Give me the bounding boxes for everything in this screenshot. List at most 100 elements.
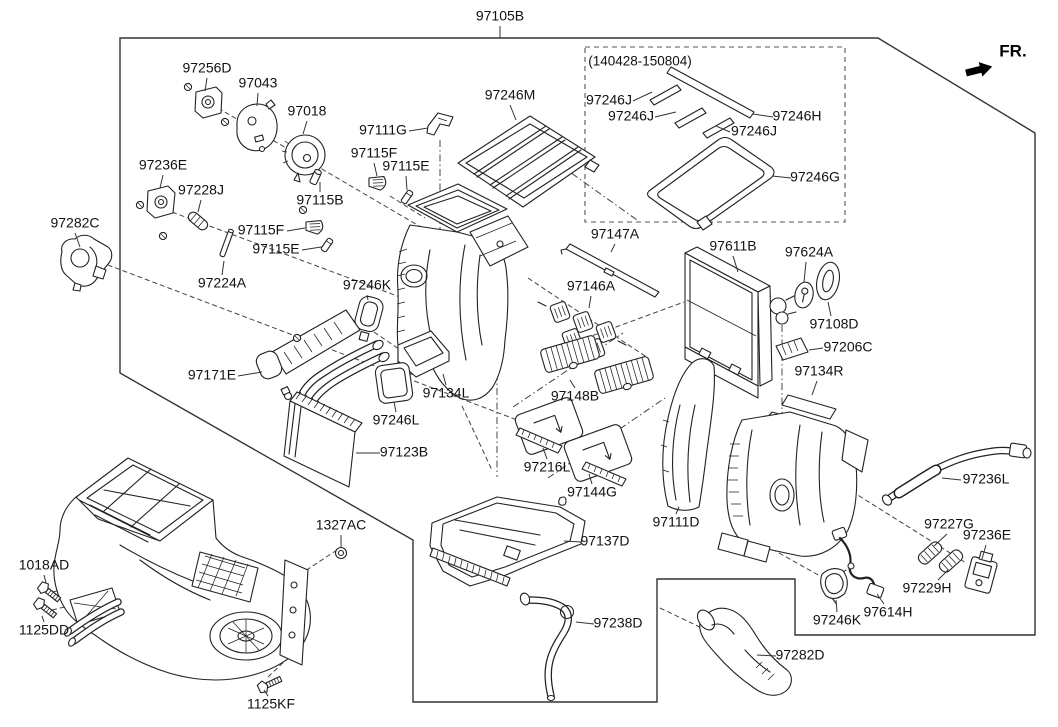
part-97246g-gasket xyxy=(647,136,775,231)
leader-line xyxy=(941,477,962,481)
part-label-97018: 97018 xyxy=(288,103,327,119)
part-97246k-seal-bottom xyxy=(820,567,848,605)
main-border xyxy=(119,37,1036,703)
part-label-1327AC: 1327AC xyxy=(316,517,367,533)
leader-line xyxy=(811,380,818,396)
part-label-97227G: 97227G xyxy=(924,516,974,532)
part-label-97115E: 97115E xyxy=(382,158,429,174)
front-direction-arrow-icon xyxy=(965,62,993,77)
part-label-1125KF: 1125KF xyxy=(247,696,295,712)
part-97134l-case-left xyxy=(396,183,529,401)
leader-line xyxy=(237,371,263,377)
part-label-97105B: 97105B xyxy=(476,8,524,24)
part-label-97134L: 97134L xyxy=(423,385,470,401)
part-label-97246K: 97246K xyxy=(343,277,392,293)
part-label-1018AD: 1018AD xyxy=(19,557,70,573)
part-97115e-pin-mid xyxy=(319,236,335,254)
part-97228j-spring xyxy=(187,211,209,231)
part-label-97236E: 97236E xyxy=(139,157,187,173)
leader-line xyxy=(715,125,731,133)
leader-line xyxy=(373,162,378,177)
part-label-97134R: 97134R xyxy=(794,363,843,379)
leader-line xyxy=(509,104,517,121)
leader-line xyxy=(74,232,81,248)
part-label-97229H: 97229H xyxy=(902,580,951,596)
part-label-97123B: 97123B xyxy=(380,444,428,460)
part-97111g-bracket xyxy=(426,112,454,136)
leader-line xyxy=(204,77,208,92)
leader-line xyxy=(408,127,429,132)
leader-line xyxy=(263,689,269,697)
part-label-97238D: 97238D xyxy=(593,615,642,631)
variant-range-caption: (140428-150804) xyxy=(588,54,692,69)
part-label-97236L: 97236L xyxy=(963,471,1010,487)
part-97115f-lever-mid xyxy=(303,216,325,236)
part-label-97246K: 97246K xyxy=(813,612,862,628)
leader-line xyxy=(771,175,792,179)
part-97224a-rod xyxy=(219,228,234,258)
part-label-97228J: 97228J xyxy=(178,182,224,198)
part-label-97614H: 97614H xyxy=(863,604,912,620)
labels-layer: 97105B97256D970439701897111G97115F97115E… xyxy=(19,8,1011,712)
part-97246j-strip-1 xyxy=(649,84,682,106)
part-97611b-evaporator xyxy=(684,246,797,399)
part-97624a-grommet xyxy=(794,281,814,309)
part-label-97146A: 97146A xyxy=(567,278,616,294)
leader-line xyxy=(732,255,739,273)
part-97134r-case-right xyxy=(717,394,869,563)
leader-line xyxy=(366,294,369,301)
part-label-97216L: 97216L xyxy=(524,459,571,475)
part-label-97246J: 97246J xyxy=(586,92,632,108)
part-label-97282D: 97282D xyxy=(775,647,824,663)
leader-line xyxy=(569,379,576,389)
leader-line xyxy=(752,113,774,118)
part-97111d-duct xyxy=(660,358,715,511)
part-97246l-seal xyxy=(374,362,414,404)
part-label-97147A: 97147A xyxy=(591,226,640,242)
leader-line xyxy=(803,261,807,283)
part-97236e-actuator-right xyxy=(964,550,998,594)
part-97227g-hose-stub xyxy=(915,539,945,567)
leader-line xyxy=(159,174,164,189)
leader-line xyxy=(302,120,308,135)
part-label-97206C: 97206C xyxy=(823,339,872,355)
part-label-97246J: 97246J xyxy=(731,123,777,139)
part-label-97108D: 97108D xyxy=(809,316,858,332)
part-97018-seal-disc xyxy=(281,134,326,183)
part-label-97246J: 97246J xyxy=(608,108,654,124)
part-label-97148B: 97148B xyxy=(551,388,599,404)
part-1327ac-nut xyxy=(334,546,348,560)
part-97238d-drain-hose xyxy=(519,592,575,702)
part-97246j-strip-2 xyxy=(674,107,707,129)
leader-line xyxy=(588,473,593,485)
variant-dashed-box xyxy=(584,46,846,223)
part-label-97171E: 97171E xyxy=(188,367,236,383)
part-97282c-motor xyxy=(60,234,113,292)
leader-line xyxy=(675,506,680,515)
part-97137d-lower-case xyxy=(429,496,586,587)
part-97256d-actuator xyxy=(183,82,230,127)
leader-line xyxy=(197,199,202,213)
part-label-97115E: 97115E xyxy=(252,241,299,257)
leader-line xyxy=(393,401,397,413)
part-97115b-clip xyxy=(309,168,322,186)
part-label-97115F: 97115F xyxy=(351,145,397,161)
part-label-97115B: 97115B xyxy=(296,192,343,208)
part-97282d-duct xyxy=(696,607,792,696)
leader-line xyxy=(876,593,885,605)
part-97236e-actuator-left xyxy=(135,185,176,241)
leader-line xyxy=(41,615,45,623)
leader-line xyxy=(405,175,408,191)
leader-line xyxy=(442,373,447,386)
part-97216l-filter xyxy=(513,395,585,457)
part-97246k-seal-left xyxy=(354,295,384,342)
fr-indicator-label: FR. xyxy=(999,41,1026,60)
part-1125kf-bolt xyxy=(255,672,284,695)
leader-line xyxy=(301,246,322,251)
part-97246j-strip-3 xyxy=(702,117,735,139)
leader-line xyxy=(632,91,653,102)
leader-line xyxy=(43,574,47,584)
leader-line xyxy=(542,447,548,460)
